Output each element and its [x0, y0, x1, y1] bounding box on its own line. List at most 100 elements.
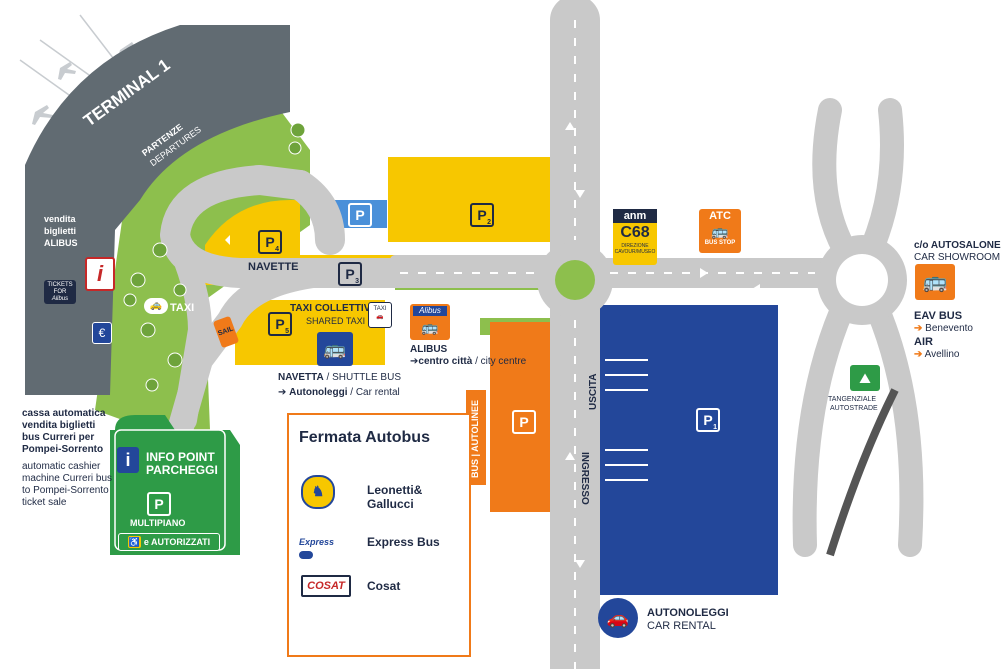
p4-number: 4 — [275, 246, 279, 253]
car-rental-icon: 🚗 — [598, 598, 638, 638]
legend-item-leonetti-name: Leonetti& Gallucci — [367, 483, 423, 511]
euro-cashier-icon: € — [92, 322, 112, 344]
atc-brand: ATC — [709, 210, 731, 222]
authorized-label: e AUTORIZZATI — [143, 537, 211, 547]
parking-p2-lot — [388, 157, 558, 242]
legend-item-express-name: Express Bus — [367, 535, 440, 549]
legend-item-cosat-name: Cosat — [367, 579, 401, 593]
p5-number: 5 — [285, 328, 289, 335]
anm-line: C68 — [620, 224, 650, 241]
car-rental-title: AUTONOLEGGI — [647, 607, 729, 619]
eav-destination: ➔ Benevento — [914, 323, 973, 335]
tangenziale-line2: AUTOSTRADE — [830, 405, 878, 412]
autosalone-label-it: c/o AUTOSALONE — [914, 240, 1001, 251]
cashier-en-line3: to Pompei-Sorrento — [22, 485, 109, 496]
legend-title: Fermata Autobus — [299, 429, 430, 446]
eav-arrow-icon: ➔ — [914, 323, 923, 334]
alibus-ticket-machine: TICKETS FOR Alibus — [44, 280, 76, 304]
legend-item-express: Express Express Bus — [299, 527, 459, 559]
atc-sub: BUS STOP — [704, 240, 736, 246]
air-dest-text: Avellino — [924, 349, 960, 360]
cashier-it-line3: bus Curreri per — [22, 432, 95, 443]
eav-title: EAV BUS — [914, 310, 963, 322]
alibus-brand: Alibus — [413, 306, 447, 316]
alibus-destination: ➔centro città / city centre — [410, 356, 526, 368]
bus-parking-letter: P — [519, 414, 529, 430]
p4-letter: P — [265, 234, 275, 250]
parking-p5-lot — [235, 300, 385, 365]
alibus-ticket-brand: Alibus — [51, 296, 69, 302]
multipiano-p-letter: P — [154, 496, 164, 512]
anm-bus-stop-sign: anm C68 DIREZIONE CAVOUR/MUSEO — [613, 209, 657, 265]
taxi-collettivo-label: TAXI COLLETTIVO — [290, 303, 379, 314]
eav-dest-text: Benevento — [925, 323, 973, 334]
bus-parking-sign: P — [512, 410, 536, 434]
alibus-dest-en: / city centre — [475, 356, 527, 367]
shuttle-bus-icon: 🚌 — [317, 332, 353, 366]
infopoint-line1: INFO POINT — [146, 450, 215, 464]
bus-lines-sign — [466, 390, 486, 485]
multipiano-parking-icon: P — [147, 492, 171, 516]
authorized-badge: ♿e AUTORIZZATI — [118, 533, 220, 551]
express-logo-text: Express — [299, 537, 335, 547]
cosat-logo-icon: COSAT — [301, 575, 351, 597]
air-title: AIR — [914, 336, 933, 348]
alibus-ticket-line3: ALIBUS — [44, 238, 78, 248]
bus-lines-label: BUS | AUTOLINEE — [470, 399, 480, 478]
p3-number: 3 — [355, 278, 359, 285]
p2-number: 2 — [487, 219, 491, 226]
car-rental-subtitle: CAR RENTAL — [647, 620, 716, 632]
alibus-ticket-line1: vendita — [44, 214, 76, 224]
anm-sub: DIREZIONE CAVOUR/MUSEO — [614, 243, 656, 255]
taxi-icon: 🚕 — [144, 298, 168, 314]
car-rental-it: Autonoleggi — [289, 387, 348, 398]
infopoint-line2: PARCHEGGI — [146, 463, 218, 477]
cashier-en-line1: automatic cashier — [22, 461, 101, 472]
car-rental-en: / Car rental — [350, 387, 400, 398]
express-bus-logo-icon: Express — [299, 535, 349, 559]
info-icon: i — [85, 257, 115, 291]
alibus-ticket-small: TICKETS FOR — [47, 282, 73, 295]
p1-letter: P — [703, 412, 713, 428]
shuttle-label: NAVETTA / SHUTTLE BUS — [278, 372, 401, 384]
parking-p1-lot — [597, 305, 778, 595]
alibus-arrow-icon: ➔ — [410, 356, 419, 367]
air-arrow-icon: ➔ — [914, 349, 923, 360]
motorway-icon: ⛰ — [850, 365, 880, 391]
car-rental-label: ➔ Autonoleggi / Car rental — [278, 387, 400, 399]
p1-number: 1 — [713, 424, 717, 431]
ingresso-label: INGRESSO — [579, 452, 590, 505]
kiss-ride-letter: P — [355, 207, 365, 223]
shuttle-label-en: / SHUTTLE BUS — [326, 372, 401, 383]
taxi-label: TAXI — [170, 302, 195, 314]
shared-taxi-icon: TAXI🚗 — [368, 302, 392, 328]
bus-terminal-lot — [490, 322, 558, 512]
p5-letter: P — [275, 316, 285, 332]
shared-taxi-icon-text: TAXI — [373, 306, 387, 312]
atc-bus-stop-sign: ATC 🚌 BUS STOP — [699, 209, 741, 253]
legend-item-cosat: COSAT Cosat — [299, 571, 459, 601]
terminal-building — [25, 25, 290, 395]
shared-taxi-label: SHARED TAXI — [306, 316, 366, 326]
shuttle-label-it: NAVETTA — [278, 372, 324, 383]
alibus-bus-icon: 🚌 — [421, 319, 439, 335]
cashier-en-line4: ticket sale — [22, 497, 67, 508]
alibus-title: ALIBUS — [410, 344, 448, 355]
cashier-it-line1: cassa automatica — [22, 408, 106, 419]
legend-item-leonetti: ♞ Leonetti& Gallucci — [299, 475, 459, 511]
tangenziale-line1: TANGENZIALE — [828, 396, 877, 403]
wheelchair-icon: ♿ — [127, 536, 141, 548]
alibus-stop-icon: Alibus 🚌 — [410, 304, 450, 340]
uscita-label: USCITA — [588, 373, 599, 410]
p3-letter: P — [345, 266, 355, 282]
alibus-ticket-line2: biglietti — [44, 226, 76, 236]
air-destination: ➔ Avellino — [914, 349, 959, 361]
parking-kiss-ride-sign: P — [348, 203, 372, 227]
